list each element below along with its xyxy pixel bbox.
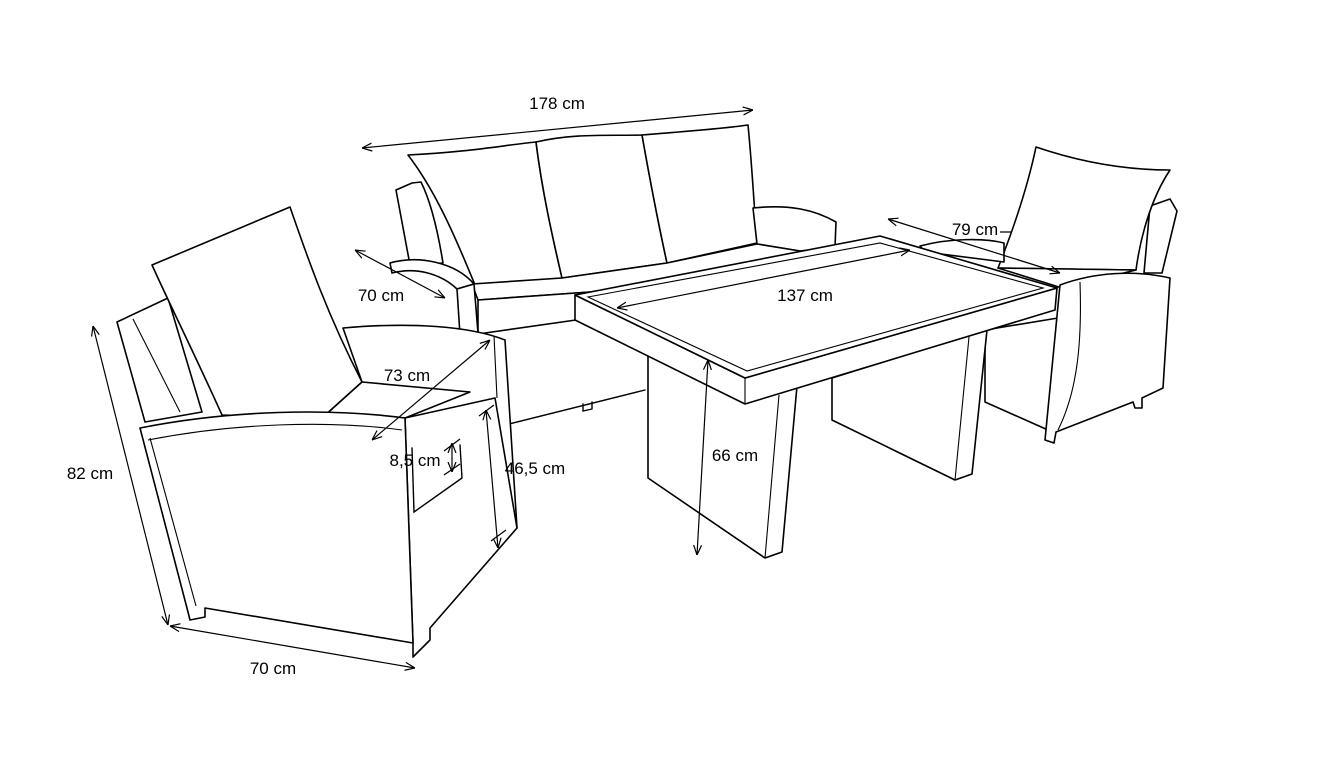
right-chair-right-arm-panel <box>1044 272 1171 444</box>
sofa-left-front-arm-top <box>389 259 475 290</box>
sofa-base-bottom-edge <box>504 389 646 426</box>
arrow-chair-height <box>93 326 168 625</box>
left-chair-armrest-groove <box>411 444 463 514</box>
label-sofa-depth: 70 cm <box>358 286 404 305</box>
left-chair-far-arm-corner <box>493 335 498 399</box>
sofa-left-front-arm-face <box>456 283 479 336</box>
right-chair-back-frame <box>1143 198 1178 274</box>
arrow-seat-depth <box>372 340 490 440</box>
arrow-right-chair-depth <box>888 219 1060 273</box>
sofa-right-arm <box>752 205 837 252</box>
label-chair-height: 82 cm <box>67 464 113 483</box>
arrow-table-length <box>617 250 910 308</box>
sofa-foot <box>582 401 593 412</box>
extension-ticks <box>443 231 1012 542</box>
label-armrest-above-seat: 8,5 cm <box>389 451 440 470</box>
label-sofa-width: 178 cm <box>529 94 585 113</box>
arrow-table-height <box>697 360 708 555</box>
right-chair-back-cushion <box>997 146 1171 271</box>
left-chair-front-panel <box>139 411 414 644</box>
table-right-leg-edge <box>954 336 970 481</box>
arrow-seat-height <box>486 410 498 548</box>
label-table-height: 66 cm <box>712 446 758 465</box>
dimension-arrows <box>93 110 1060 668</box>
dimension-labels: 178 cm 70 cm 79 cm 137 cm 73 cm 82 cm 8,… <box>67 94 998 678</box>
label-chair-width: 70 cm <box>250 659 296 678</box>
label-seat-depth: 73 cm <box>384 366 430 385</box>
sofa-front-base <box>477 291 591 335</box>
table-left-leg-edge <box>764 394 780 559</box>
label-seat-height: 46,5 cm <box>505 459 565 478</box>
right-chair-arm-inner-edge <box>1057 281 1082 431</box>
label-table-length: 137 cm <box>777 286 833 305</box>
left-chair-side-panel <box>404 397 518 658</box>
label-right-chair-depth: 79 cm <box>952 220 998 239</box>
arrow-sofa-width <box>362 110 753 148</box>
arrow-chair-width <box>170 626 415 668</box>
arrow-sofa-depth <box>355 250 445 298</box>
